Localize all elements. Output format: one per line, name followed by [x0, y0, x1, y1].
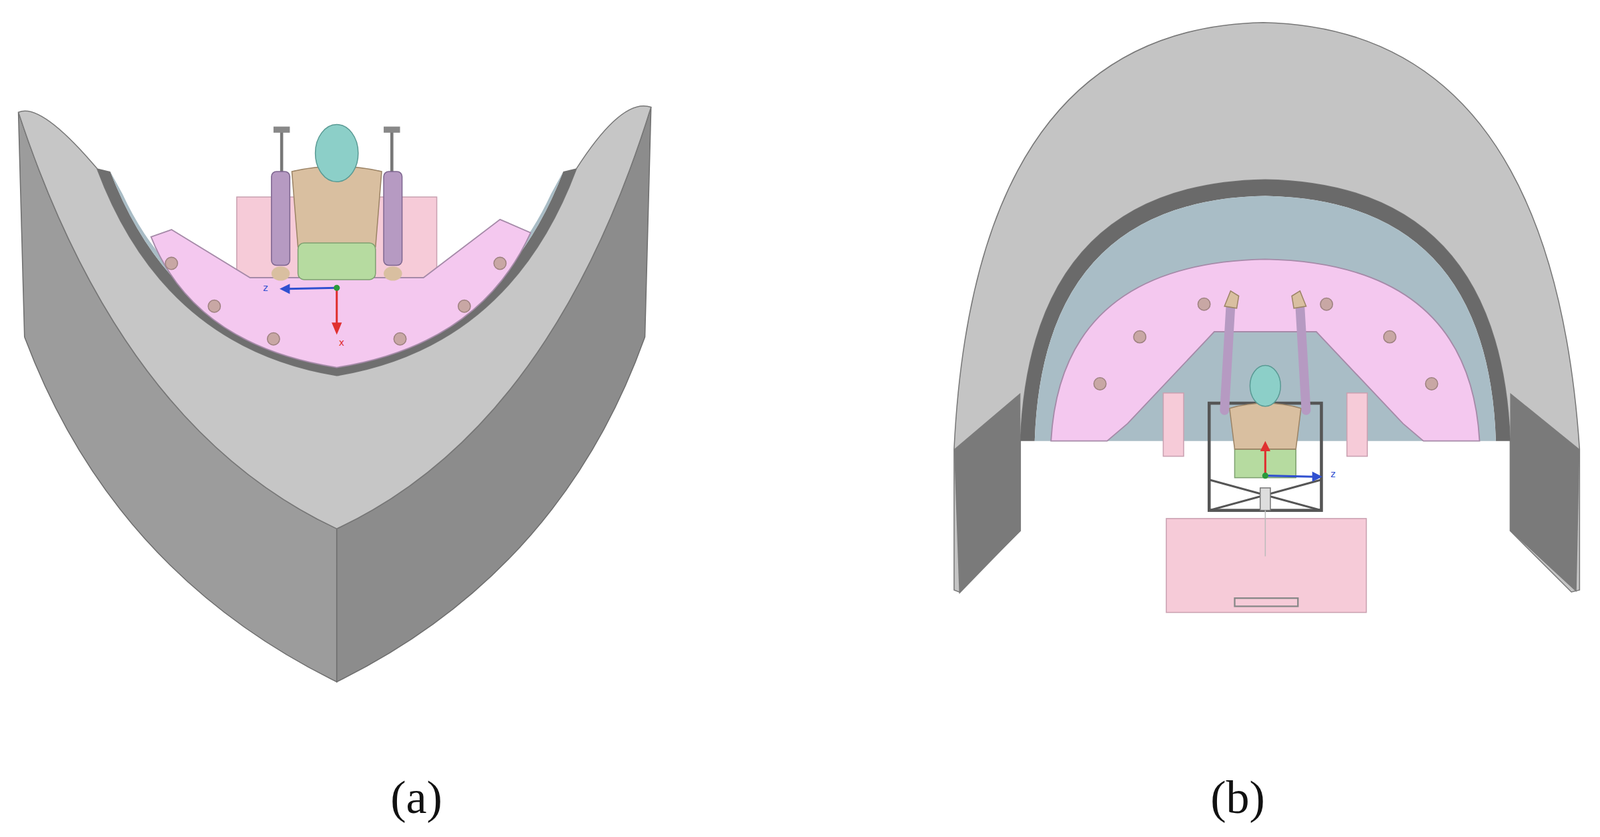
axis-label: z — [262, 282, 268, 293]
handle — [1234, 597, 1298, 606]
bolt — [458, 300, 471, 313]
axis-triad — [1260, 441, 1323, 482]
head — [1249, 364, 1281, 406]
housing-a — [18, 106, 652, 682]
frame-brace — [1209, 479, 1322, 511]
arrowhead — [279, 283, 290, 294]
bolt — [1320, 298, 1333, 311]
origin — [333, 284, 340, 291]
dummy-a — [271, 124, 403, 281]
bolt — [1383, 330, 1396, 343]
bolt — [493, 256, 506, 269]
bolt — [1093, 377, 1106, 390]
rim — [1020, 179, 1510, 441]
x-axis — [335, 287, 338, 325]
floor-plate — [1166, 518, 1367, 613]
top-face — [954, 22, 1580, 592]
post — [1162, 392, 1184, 457]
arm — [271, 171, 291, 266]
post — [1347, 392, 1368, 457]
arm — [1299, 306, 1306, 411]
base-post — [1260, 487, 1271, 511]
panel-label: (a) — [390, 773, 443, 821]
bolt — [1133, 330, 1146, 343]
arrowhead — [1312, 471, 1323, 482]
bolt — [165, 256, 178, 269]
head — [315, 124, 359, 183]
x-axis — [1264, 449, 1267, 476]
panel-label: (b) — [1210, 773, 1266, 821]
origin — [1262, 472, 1269, 479]
axis-label: z — [1330, 469, 1336, 479]
z-axis — [1265, 475, 1314, 478]
arrowhead — [331, 322, 342, 335]
seat-frame — [1209, 403, 1322, 511]
hand — [1224, 290, 1239, 309]
inner-surface — [1034, 196, 1496, 442]
housing-b — [954, 22, 1580, 613]
z-axis — [287, 287, 337, 289]
bolt — [1425, 377, 1438, 390]
top-face — [18, 106, 652, 529]
arm — [383, 171, 403, 266]
bolt — [1197, 298, 1210, 311]
rod-cap — [383, 126, 400, 133]
bolt — [267, 332, 280, 345]
arrowhead — [1260, 441, 1271, 452]
frame-brace — [1209, 479, 1322, 511]
hand — [271, 266, 291, 281]
axis-label: x — [338, 337, 345, 347]
axis-triad — [279, 283, 342, 335]
bolt — [393, 332, 406, 345]
centre-line — [1265, 510, 1267, 557]
hand — [383, 266, 403, 281]
arm — [1224, 306, 1231, 411]
side-face — [1509, 392, 1580, 592]
dummy-b — [1209, 290, 1322, 557]
hand — [1291, 290, 1306, 309]
pelvis — [298, 242, 376, 280]
rod-cap — [273, 126, 290, 133]
bolt — [208, 300, 221, 313]
side-face — [954, 392, 1021, 594]
